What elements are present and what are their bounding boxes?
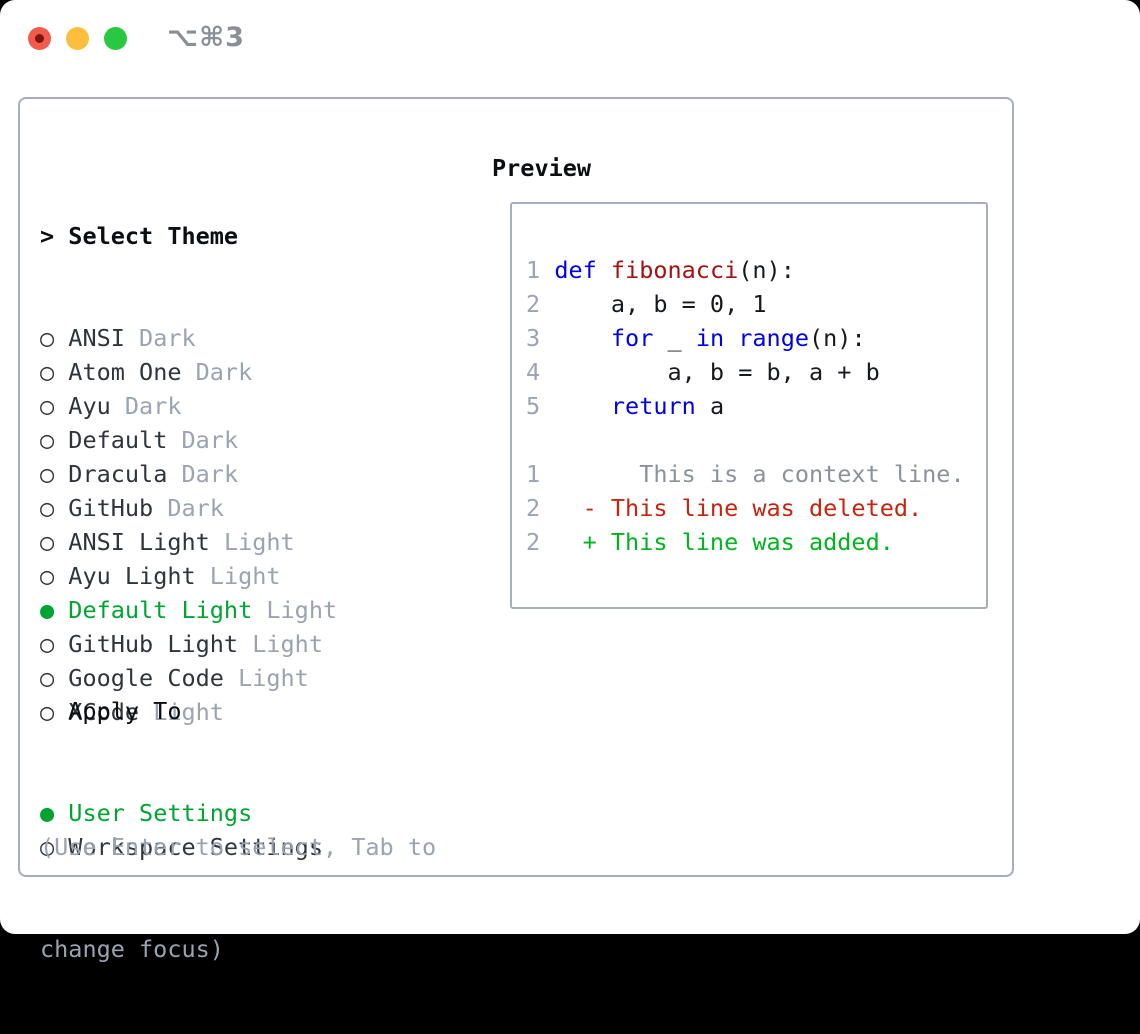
theme-name: GitHub Light: [54, 630, 253, 658]
theme-variant-label: Dark: [124, 392, 182, 420]
theme-list: > Select Theme ○ ANSI Dark○ Atom One Dar…: [40, 151, 337, 797]
radio-unselected-icon: ○: [40, 494, 55, 522]
radio-unselected-icon: ○: [40, 528, 55, 556]
radio-selected-icon: ●: [40, 596, 55, 624]
theme-option[interactable]: ○ Atom One Dark: [40, 355, 337, 389]
radio-selected-icon: ●: [40, 799, 55, 827]
theme-name: XCode: [54, 698, 154, 726]
apply-to-group: Apply To ● User Settings○ Workspace Sett…: [40, 626, 323, 932]
theme-name: ANSI Light: [54, 528, 224, 556]
theme-option[interactable]: ○ Google Code Light: [40, 661, 337, 695]
code-line: 3 for _ in range(n):: [526, 324, 866, 352]
theme-variant-label: Light: [252, 630, 323, 658]
code-line: [526, 423, 986, 457]
theme-variant-label: Light: [153, 698, 224, 726]
radio-unselected-icon: ○: [40, 324, 55, 352]
theme-name: Atom One: [54, 358, 196, 386]
theme-name: Ayu: [54, 392, 125, 420]
code-line: 2 a, b = 0, 1: [526, 290, 767, 318]
theme-option[interactable]: ○ GitHub Dark: [40, 491, 337, 525]
apply-to-label: User Settings: [54, 799, 253, 827]
zoom-button[interactable]: [104, 27, 127, 50]
theme-option[interactable]: ○ Ayu Light Light: [40, 559, 337, 593]
theme-option[interactable]: ○ ANSI Light Light: [40, 525, 337, 559]
theme-variant-label: Dark: [181, 426, 239, 454]
radio-unselected-icon: ○: [40, 426, 55, 454]
apply-to-option[interactable]: ○ Workspace Settings: [40, 830, 323, 864]
theme-name: ANSI: [54, 324, 140, 352]
theme-name: Ayu Light: [54, 562, 210, 590]
theme-variant-label: Light: [209, 562, 281, 590]
preview-title: Preview: [492, 154, 592, 182]
theme-picker-panel: > Select Theme ○ ANSI Dark○ Atom One Dar…: [18, 97, 1014, 963]
theme-variant-label: Light: [223, 528, 295, 556]
keyboard-hint: (Use Enter to select, Tab to change focu…: [40, 762, 436, 1034]
theme-option[interactable]: ○ Default Dark: [40, 423, 337, 457]
focus-caret-icon: >: [40, 222, 69, 250]
apply-to-label: Workspace Settings: [54, 833, 323, 861]
radio-unselected-icon: ○: [40, 562, 55, 590]
hint-line-1: (Use Enter to select, Tab to: [40, 833, 437, 861]
apply-to-option[interactable]: ● User Settings: [40, 796, 323, 830]
radio-unselected-icon: ○: [40, 698, 55, 726]
theme-name: Google Code: [54, 664, 239, 692]
theme-list-header: > Select Theme: [40, 219, 337, 253]
theme-variant-label: Light: [238, 664, 309, 692]
theme-option[interactable]: ○ ANSI Dark: [40, 321, 337, 355]
theme-name: GitHub: [54, 494, 168, 522]
radio-unselected-icon: ○: [40, 358, 55, 386]
app-window: ⌥⌘3 > Select Theme ○ ANSI Dark○ Atom One…: [0, 0, 1140, 963]
theme-option[interactable]: ● Default Light Light: [40, 593, 337, 627]
theme-variant-label: Dark: [181, 460, 239, 488]
radio-unselected-icon: ○: [40, 392, 55, 420]
theme-variant-label: Dark: [139, 324, 196, 352]
radio-unselected-icon: ○: [40, 460, 55, 488]
theme-variant-label: Light: [266, 596, 338, 624]
theme-name: Dracula: [54, 460, 182, 488]
apply-to-header: Apply To: [68, 697, 182, 725]
code-line: 2 - This line was deleted.: [526, 494, 923, 522]
radio-unselected-icon: ○: [40, 630, 55, 658]
code-line: 2 + This line was added.: [526, 528, 894, 556]
theme-variant-label: Dark: [167, 494, 224, 522]
theme-option[interactable]: ○ GitHub Light Light: [40, 627, 337, 661]
theme-list-title: Select Theme: [68, 222, 239, 250]
theme-variant-label: Dark: [195, 358, 253, 386]
theme-option[interactable]: ○ Ayu Dark: [40, 389, 337, 423]
preview-code-box: 1 def fibonacci(n): 2 a, b = 0, 1 3 for _ …: [510, 202, 988, 609]
close-button[interactable]: [28, 27, 51, 50]
radio-unselected-icon: ○: [40, 833, 55, 861]
minimize-button[interactable]: [66, 27, 89, 50]
code-line: 5 return a: [526, 392, 725, 420]
radio-unselected-icon: ○: [40, 664, 55, 692]
theme-name: Default: [54, 426, 182, 454]
theme-name: Default Light: [54, 596, 267, 624]
theme-option[interactable]: ○ XCode Light: [40, 695, 337, 729]
window-title: ⌥⌘3: [167, 22, 245, 53]
code-line: 1 This is a context line.: [526, 460, 965, 488]
code-line: 1 def fibonacci(n):: [526, 256, 795, 284]
code-line: 4 a, b = b, a + b: [526, 358, 880, 386]
hint-line-2: change focus): [40, 935, 224, 963]
theme-option[interactable]: ○ Dracula Dark: [40, 457, 337, 491]
